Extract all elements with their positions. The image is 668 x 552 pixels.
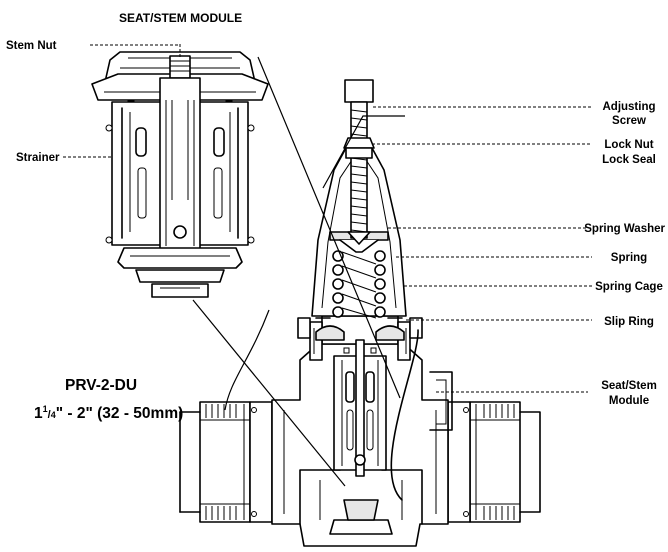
size-slash: / [48,409,51,421]
adjusting-screw-label-line1: Adjusting [602,101,655,113]
spring-coils [332,250,386,319]
product-model: PRV-2-DU [65,377,137,394]
module-title: SEAT/STEM MODULE [119,11,242,25]
seat-stem-module-label-line1: Seat/Stem [601,380,657,392]
lock-seal-label: Lock Seal [602,154,656,166]
right-pipe-connector [447,401,541,523]
left-pipe-connector [179,401,273,523]
spring-washer-label: Spring Washer [584,223,665,235]
size-numerator: 1 [43,404,48,414]
main-valve-cross-section [179,79,541,547]
spring-cage-label: Spring Cage [595,281,663,293]
seat-stem-module-label-line2: Module [609,395,649,407]
size-denominator: 4 [51,410,56,420]
stem-nut-label: Stem Nut [6,40,57,52]
lock-nut-label: Lock Nut [604,139,653,151]
adjusting-screw [344,79,374,245]
dashed-leaders [63,44,592,393]
leader-lines [192,56,405,487]
size-prefix: 1 [34,405,43,422]
strainer-label: Strainer [16,152,60,164]
spring-label: Spring [611,252,647,264]
slip-ring-label: Slip Ring [604,316,654,328]
seat-stem-module-detail [91,44,269,298]
size-rest: " - 2" (32 - 50mm) [56,405,184,422]
product-size: 11/4" - 2" (32 - 50mm) [34,404,183,422]
adjusting-screw-label-line2: Screw [612,115,646,127]
